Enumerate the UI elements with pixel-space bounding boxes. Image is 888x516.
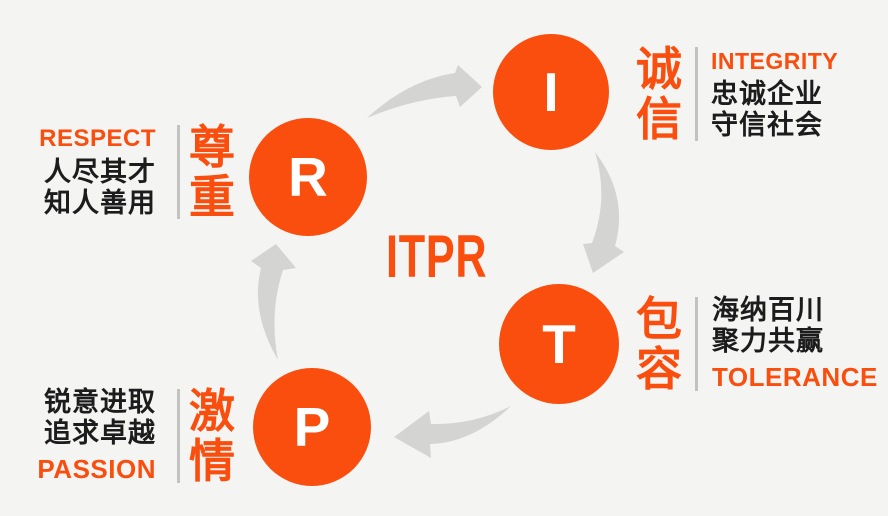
passion-char-2: 情 [189,434,235,488]
integrity-char-1: 诚 [636,42,682,96]
value-block-respect: RESPECT 人尽其才 知人善用 尊 重 [39,122,235,222]
tolerance-char-1: 包 [636,292,682,346]
passion-line-1: 锐意进取 [44,387,156,418]
arrow-t-to-p-icon [394,406,511,458]
respect-text-column: RESPECT 人尽其才 知人善用 [39,125,156,219]
tolerance-char-2: 容 [636,342,682,396]
tolerance-text-column: 海纳百川 聚力共赢 TOLERANCE [712,295,878,393]
center-title: ITPR [386,223,488,290]
integrity-line-1: 忠诚企业 [711,78,823,110]
tolerance-line-2: 聚力共赢 [712,326,824,357]
integrity-line-2: 守信社会 [711,109,823,141]
respect-divider [177,125,180,219]
respect-line-2: 知人善用 [44,188,156,219]
integrity-vertical-word: 诚 信 [636,44,682,144]
node-circle-respect: R [249,118,367,236]
arrow-p-to-r-icon [251,244,296,360]
arrow-i-to-t-icon [583,152,624,273]
respect-char-1: 尊 [189,120,235,174]
node-letter-t: T [542,312,576,375]
passion-divider [177,389,180,483]
node-circle-integrity: I [493,34,609,150]
tolerance-divider [695,297,698,391]
passion-line-2: 追求卓越 [44,418,156,449]
respect-line-1: 人尽其才 [44,157,156,188]
respect-vertical-word: 尊 重 [189,122,235,222]
respect-en-label: RESPECT [39,125,156,152]
tolerance-en-label: TOLERANCE [712,362,878,392]
value-block-tolerance: 包 容 海纳百川 聚力共赢 TOLERANCE [636,294,878,394]
tolerance-vertical-word: 包 容 [636,294,682,394]
passion-char-1: 激 [189,384,235,438]
integrity-divider [695,47,698,141]
value-block-integrity: 诚 信 INTEGRITY 忠诚企业 守信社会 [636,44,838,144]
integrity-text-column: INTEGRITY 忠诚企业 守信社会 [711,48,838,141]
respect-char-2: 重 [189,170,235,224]
node-circle-passion: P [253,368,371,486]
node-letter-p: P [293,395,331,458]
passion-vertical-word: 激 情 [189,386,235,486]
passion-en-label: PASSION [37,454,156,484]
node-circle-tolerance: T [499,284,619,404]
value-block-passion: 锐意进取 追求卓越 PASSION 激 情 [37,386,235,486]
tolerance-line-1: 海纳百川 [712,295,824,326]
arrow-r-to-i-icon [367,65,482,118]
integrity-char-2: 信 [636,92,682,146]
passion-text-column: 锐意进取 追求卓越 PASSION [37,387,156,485]
node-letter-i: I [543,60,559,123]
integrity-en-label: INTEGRITY [711,47,839,74]
node-letter-r: R [288,145,328,208]
